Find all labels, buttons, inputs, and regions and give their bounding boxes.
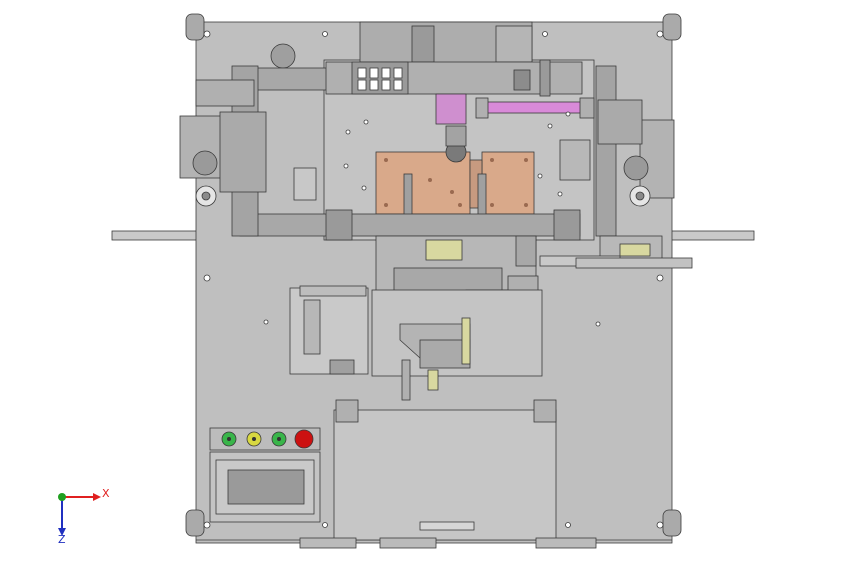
right-rail: [665, 230, 755, 241]
copper-block: [375, 151, 471, 215]
indicator-light-3-center: [277, 437, 281, 441]
coordinate-triad: X Z: [58, 487, 110, 546]
upper-shaft: [253, 67, 339, 91]
z-arrowhead: [58, 528, 66, 536]
x-axis-label: X: [102, 487, 110, 500]
x-arrowhead: [93, 493, 101, 501]
y-axis-dot: [58, 493, 66, 501]
indicator-light-1-center: [227, 437, 231, 441]
corner-caster: [662, 13, 682, 41]
lower-tray: [333, 409, 557, 541]
right-cylinder-mount: [595, 65, 617, 237]
stop-button: [294, 429, 314, 449]
corner-caster: [185, 509, 205, 537]
magenta-cylinder: [483, 101, 585, 114]
z-axis-label: Z: [58, 533, 66, 546]
left-rail: [111, 230, 201, 241]
corner-caster: [662, 509, 682, 537]
indicator-group: [221, 429, 314, 449]
indicator-light-2-center: [252, 437, 256, 441]
lower-shaft: [239, 213, 581, 237]
control-panel: [209, 427, 321, 451]
hmi-screen: [227, 469, 305, 505]
corner-caster: [185, 13, 205, 41]
lower-left-plate: [289, 287, 369, 375]
